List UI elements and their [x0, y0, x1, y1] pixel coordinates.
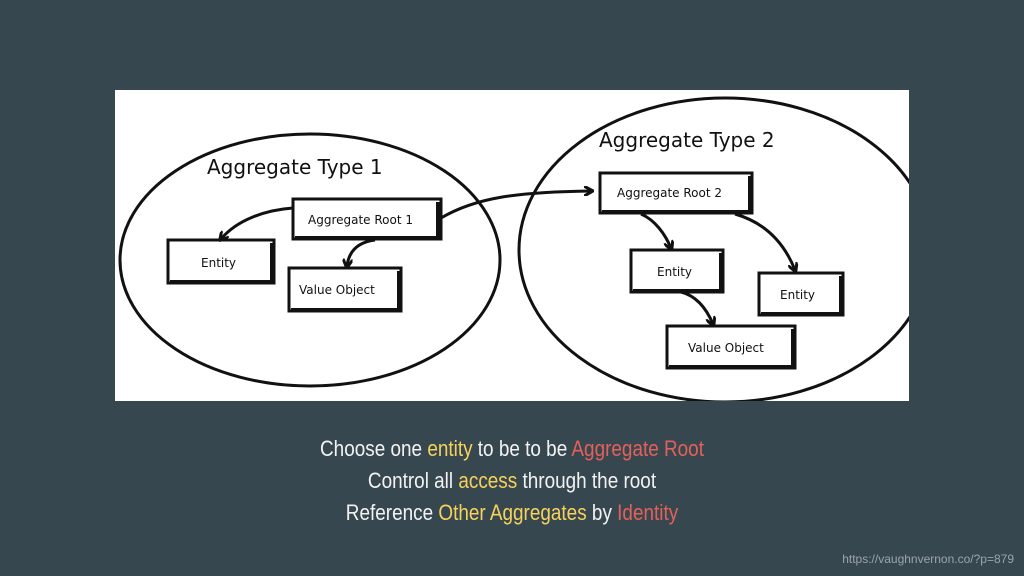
caption-1-text-a: Choose one — [320, 436, 428, 461]
aggregate-diagram: Aggregate Type 1 Aggregate Root 1 Entity… — [115, 90, 909, 401]
caption-line-2: Control all access through the root — [72, 465, 953, 497]
aggregate-root-1-label: Aggregate Root 1 — [308, 213, 413, 227]
slide-caption: Choose one entity to be to be Aggregate … — [72, 433, 953, 529]
arrow-root2-to-entity-b — [734, 212, 795, 270]
aggregate-1-title: Aggregate Type 1 — [207, 155, 383, 179]
entity-2b-box: Entity — [757, 271, 845, 317]
caption-line-1: Choose one entity to be to be Aggregate … — [72, 433, 953, 465]
value-object-1-label: Value Object — [299, 283, 375, 297]
entity-2b-label: Entity — [780, 288, 815, 302]
caption-1-text-c: to be to be — [472, 436, 572, 461]
entity-1-label: Entity — [201, 256, 236, 270]
entity-2a-box: Entity — [629, 248, 725, 294]
caption-3-text-a: Reference — [345, 500, 439, 525]
aggregate-root-2-box: Aggregate Root 2 — [598, 171, 754, 215]
source-link[interactable]: https://vaughnvernon.co/?p=879 — [842, 552, 1014, 566]
entity-2a-label: Entity — [657, 265, 692, 279]
arrow-root1-to-entity — [221, 206, 294, 239]
diagram-canvas: Aggregate Type 1 Aggregate Root 1 Entity… — [118, 96, 909, 401]
arrow-root1-to-root2 — [440, 191, 591, 220]
caption-line-3: Reference Other Aggregates by Identity — [72, 497, 953, 529]
caption-2-text-a: Control all — [367, 468, 459, 493]
aggregate-root-1-box: Aggregate Root 1 — [291, 197, 443, 241]
caption-3-text-c: by — [586, 500, 618, 525]
caption-2-highlight-access: access — [458, 468, 518, 493]
arrow-entity-a-to-value-object — [680, 290, 713, 324]
caption-1-highlight-entity: entity — [427, 436, 473, 461]
caption-3-highlight-other-aggregates: Other Aggregates — [438, 500, 587, 525]
caption-2-text-c: through the root — [517, 468, 657, 493]
aggregate-2-boundary — [517, 96, 909, 401]
arrow-root2-to-entity-a — [640, 212, 671, 248]
value-object-1-box: Value Object — [287, 266, 403, 313]
aggregate-1-boundary — [118, 132, 502, 388]
value-object-2-box: Value Object — [665, 324, 797, 370]
caption-3-highlight-identity: Identity — [617, 500, 679, 525]
aggregate-2-title: Aggregate Type 2 — [599, 128, 775, 152]
value-object-2-label: Value Object — [688, 341, 764, 355]
arrow-root1-to-value-object — [347, 238, 376, 266]
entity-1-box: Entity — [166, 238, 276, 285]
caption-1-highlight-aggregate-root: Aggregate Root — [571, 436, 704, 461]
aggregate-root-2-label: Aggregate Root 2 — [617, 186, 722, 200]
